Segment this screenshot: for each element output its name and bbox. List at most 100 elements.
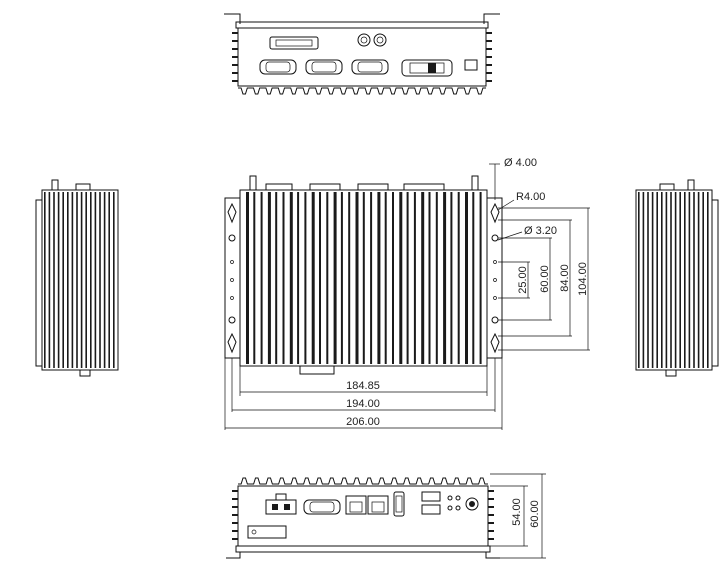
front-side-fin <box>488 498 494 500</box>
lan-port-1 <box>345 495 367 515</box>
heatsink-fin <box>289 192 293 364</box>
heatsink-fin <box>384 192 387 364</box>
heatsink-fin <box>413 192 416 364</box>
heatsink-fin <box>333 192 337 364</box>
front-side-fins <box>232 490 494 540</box>
rear-side-fin <box>486 40 492 42</box>
right-side-view <box>635 179 719 377</box>
heatsink-fin <box>443 192 447 364</box>
left-dot-2 <box>230 278 234 282</box>
left-side-antenna <box>51 179 59 191</box>
power-button-center <box>469 501 475 507</box>
heatsink-fin <box>465 192 468 364</box>
dim-104: 104.00 <box>577 262 589 296</box>
rear-side-fin <box>486 56 492 58</box>
rear-side-fin <box>232 64 238 66</box>
dim-194: 194.00 <box>346 398 380 410</box>
power-button <box>465 497 479 511</box>
led-2 <box>455 495 461 501</box>
front-top-fins <box>238 477 488 485</box>
right-hole-1 <box>491 234 499 242</box>
left-hole-1 <box>228 234 236 242</box>
left-side-fins <box>44 192 115 368</box>
heatsink-fin <box>253 192 256 364</box>
top-connector-1 <box>265 183 293 191</box>
audio-jack-1-inner <box>360 36 368 44</box>
audio-jack-1 <box>357 33 371 47</box>
side-fin <box>76 192 78 368</box>
rear-side-fin <box>232 48 238 50</box>
heatsink-fin <box>450 192 453 364</box>
rear-side-fin <box>486 80 492 82</box>
heatsink-fins <box>246 192 482 364</box>
side-fin <box>67 192 69 368</box>
side-fin <box>113 192 115 368</box>
heatsink-fin <box>399 192 403 364</box>
antenna-right <box>471 175 479 191</box>
serial-port-2 <box>305 59 343 75</box>
right-keyhole-top <box>490 202 500 224</box>
side-fin <box>44 192 46 368</box>
top-connector-2 <box>309 183 341 191</box>
heatsink-fin <box>246 192 249 364</box>
side-fin <box>665 192 668 368</box>
dim-206: 206.00 <box>346 416 380 428</box>
front-side-fin <box>232 522 238 524</box>
front-side-fin <box>232 538 238 540</box>
front-side-fin <box>488 506 494 508</box>
side-fin <box>57 192 60 368</box>
front-side-fin <box>232 498 238 500</box>
front-side-fin <box>488 514 494 516</box>
dvi-port <box>401 59 453 77</box>
heatsink-fin <box>406 192 409 364</box>
side-fin <box>707 192 709 368</box>
serial-port-1 <box>259 59 297 75</box>
rear-side-fins <box>232 32 492 82</box>
heatsink-fin <box>472 192 475 364</box>
flange-dimensions: Ø 4.00 R4.00 Ø 3.20 25.00 60.00 84.00 10… <box>489 157 590 351</box>
left-keyhole-bottom <box>227 332 237 354</box>
side-fin <box>661 192 663 368</box>
led-3 <box>447 505 453 511</box>
audio-jack-2-inner <box>376 36 384 44</box>
heatsink-fin <box>392 192 394 364</box>
front-right-tab <box>485 552 500 559</box>
heatsink-fin <box>260 192 263 364</box>
audio-jack-2 <box>373 33 387 47</box>
side-fin <box>642 192 645 368</box>
rear-side-fin <box>232 32 238 34</box>
side-fin <box>62 192 64 368</box>
right-dot-3 <box>493 296 497 300</box>
side-fin <box>697 192 700 368</box>
usb-port-1 <box>421 491 441 502</box>
heatsink-fin <box>311 192 315 364</box>
top-connector-4 <box>403 183 445 191</box>
rear-top-rail <box>235 21 489 29</box>
left-side-view <box>35 179 119 377</box>
rear-bottom-fins <box>238 87 486 95</box>
side-fin <box>53 192 55 368</box>
side-fin <box>656 192 658 368</box>
dim-54: 54.00 <box>511 498 523 526</box>
heatsink-fin <box>377 192 381 364</box>
left-dot-3 <box>230 296 234 300</box>
side-fin <box>71 192 74 368</box>
rear-left-tab <box>224 13 241 24</box>
left-dot-1 <box>230 260 234 264</box>
front-side-fin <box>232 514 238 516</box>
rear-side-fin <box>232 72 238 74</box>
right-dot-1 <box>493 260 497 264</box>
heatsink-fin <box>362 192 365 364</box>
heatsink-fin <box>275 192 278 364</box>
hdmi-port <box>393 491 405 517</box>
rear-side-fin <box>232 80 238 82</box>
left-side-connector <box>75 183 91 191</box>
side-fin <box>693 192 695 368</box>
front-serial-port <box>303 499 341 515</box>
front-side-fin <box>232 530 238 532</box>
side-fin <box>684 192 686 368</box>
hdmi-port-inner <box>395 495 403 513</box>
side-fin <box>670 192 672 368</box>
